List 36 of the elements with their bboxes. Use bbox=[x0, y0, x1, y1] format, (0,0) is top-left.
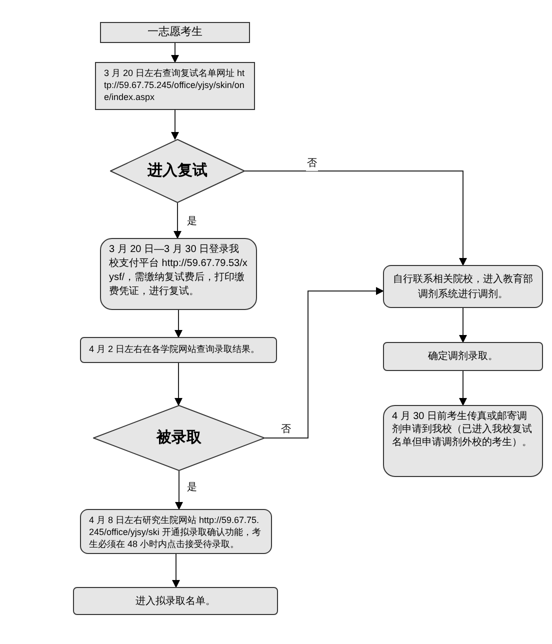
process-box bbox=[383, 405, 543, 477]
arrow bbox=[174, 202, 182, 239]
process-box bbox=[80, 509, 272, 554]
decision-diamond bbox=[110, 139, 245, 203]
node-text: 进入复试 bbox=[146, 161, 208, 181]
node-text: 被录取 bbox=[155, 428, 202, 448]
process-box bbox=[95, 62, 255, 110]
node-text: 3 月 20 日—3 月 30 日登录我校支付平台 http://59.67.79.53/xysf/，需缴纳复试费后，打印缴费凭证，进行复试。 bbox=[109, 243, 248, 299]
arrow bbox=[174, 362, 182, 406]
process-box bbox=[73, 587, 278, 615]
process-box bbox=[80, 337, 277, 363]
arrow bbox=[172, 554, 180, 588]
edge-label: 是 bbox=[186, 480, 198, 495]
process-box bbox=[383, 342, 543, 371]
arrow bbox=[174, 310, 182, 338]
arrow bbox=[244, 170, 467, 266]
node-text: 一志愿考生 bbox=[146, 24, 204, 40]
decision-diamond bbox=[93, 405, 265, 471]
arrow bbox=[459, 370, 467, 406]
edge-label: 否 bbox=[306, 156, 318, 171]
arrow bbox=[175, 470, 183, 510]
process-box bbox=[100, 22, 250, 43]
node-text: 确定调剂录取。 bbox=[427, 350, 499, 364]
node-text: 自行联系相关院校，进入教育部调剂系统进行调剂。 bbox=[392, 272, 534, 302]
arrow bbox=[171, 42, 179, 63]
node-text: 3 月 20 日左右查询复试名单网址 http://59.67.75.245/office/yjsy/skin/one/index.aspx bbox=[104, 67, 246, 103]
arrow bbox=[459, 308, 467, 343]
process-box bbox=[100, 238, 257, 310]
arrow bbox=[171, 110, 179, 140]
arrow bbox=[264, 287, 384, 438]
edge-label: 是 bbox=[186, 214, 198, 229]
node-text: 进入拟录取名单。 bbox=[134, 594, 216, 608]
node-text: 4 月 2 日左右在各学院网站查询录取结果。 bbox=[89, 343, 261, 356]
process-box bbox=[383, 265, 543, 308]
node-text: 4 月 8 日左右研究生院网站 http://59.67.75.245/office/yjsy/ski 开通拟录取确认功能，考生必须在 48 小时内点击接受待录取。 bbox=[89, 514, 262, 550]
node-text: 4 月 30 日前考生传真或邮寄调剂申请到我校（已进入我校复试名单但申请调剂外校的考生）。 bbox=[392, 410, 533, 449]
